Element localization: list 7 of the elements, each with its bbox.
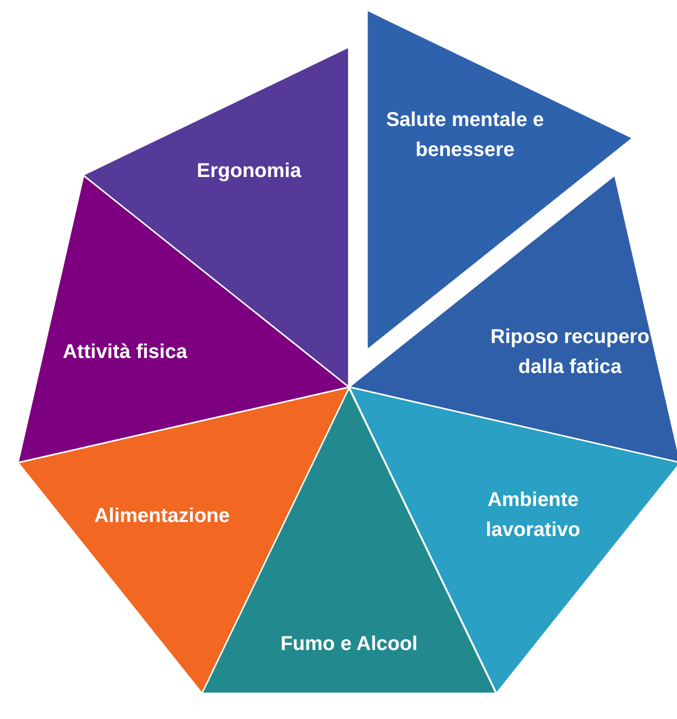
segment-label: Ambiente lavorativo: [484, 488, 582, 543]
segment-label: Fumo e Alcool: [280, 632, 418, 657]
segment-label: Ergonomia: [196, 159, 302, 184]
segment-label: Alimentazione: [94, 504, 230, 529]
segment-label: Attività fisica: [62, 340, 188, 365]
segment-label: Riposo recupero dalla fatica: [490, 324, 650, 380]
segment-label: Salute mentale e benessere: [385, 108, 545, 163]
